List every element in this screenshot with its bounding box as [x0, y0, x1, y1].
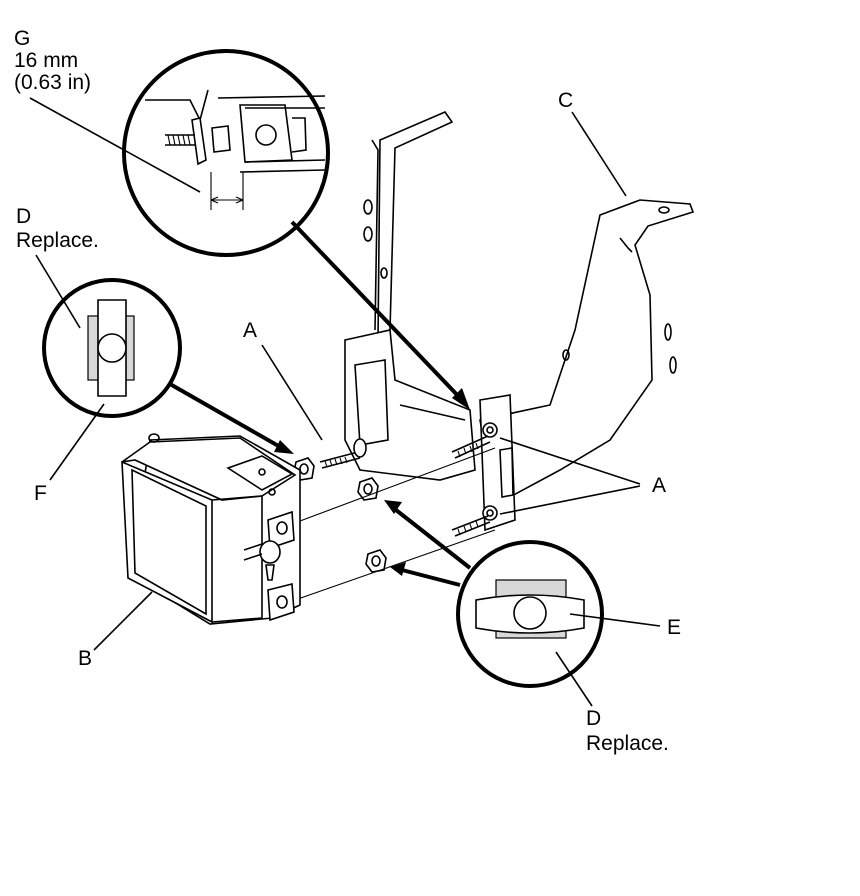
label-b: B — [78, 647, 93, 670]
bolt-a-lower — [451, 515, 491, 537]
label-f: F — [34, 482, 47, 505]
nut-d-mid — [357, 477, 379, 501]
label-g-letter: G — [14, 27, 31, 50]
leader-lines — [29, 97, 661, 707]
detail-d-f — [42, 278, 182, 418]
bolt-a-left — [319, 438, 367, 469]
bolt-a-upper — [451, 435, 491, 459]
label-d-top-note: Replace. — [16, 229, 99, 252]
detail-g — [122, 49, 330, 257]
unit-b — [121, 433, 301, 625]
label-e: E — [667, 616, 682, 639]
label-d-top-letter: D — [16, 205, 32, 228]
callout-arrows — [169, 220, 472, 587]
detail-d-e — [456, 540, 604, 688]
nut-d-low — [365, 549, 387, 573]
label-a-right: A — [652, 474, 667, 497]
label-g-mm: 16 mm — [14, 49, 79, 72]
bracket-c — [344, 111, 695, 532]
label-d-bottom-note: Replace. — [586, 732, 669, 755]
label-c: C — [558, 89, 574, 112]
label-d-bottom-letter: D — [586, 707, 602, 730]
label-a-top: A — [243, 319, 258, 342]
label-g-in: (0.63 in) — [14, 71, 92, 94]
